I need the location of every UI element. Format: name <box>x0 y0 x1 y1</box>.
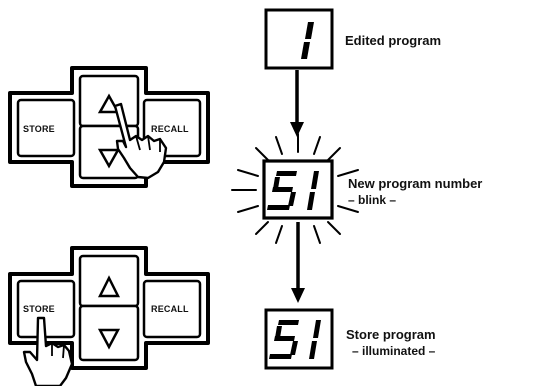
caption-store-program: Store program – illuminated – <box>346 327 436 359</box>
recall-button-bottom <box>142 279 202 339</box>
down-triangle-icon <box>97 328 121 350</box>
recall-button-label: RECALL <box>151 304 189 314</box>
display-2 <box>262 159 334 220</box>
caption-text: Edited program <box>345 33 442 48</box>
caption-note: – illuminated – <box>352 344 436 358</box>
caption-edited-program: Edited program <box>345 33 441 49</box>
store-button-top <box>16 98 76 158</box>
store-button-label: STORE <box>23 124 55 134</box>
down-triangle-icon <box>97 148 121 169</box>
display-1 <box>264 8 334 70</box>
up-triangle-icon <box>97 93 121 114</box>
button-panel-bottom <box>8 246 210 386</box>
pointing-hand-icon <box>22 316 74 386</box>
store-button-label: STORE <box>23 304 55 314</box>
caption-note: – blink – <box>348 193 397 207</box>
up-button-top <box>78 74 140 128</box>
up-button-bottom <box>78 254 140 308</box>
display-3 <box>264 308 334 370</box>
caption-text: Store program <box>346 327 436 342</box>
up-triangle-icon <box>97 275 121 298</box>
caption-text: New program number <box>348 176 483 191</box>
arrow-2 <box>291 222 305 303</box>
button-panel-top <box>8 66 210 188</box>
caption-new-program-number: New program number – blink – <box>348 176 482 208</box>
blink-rays <box>231 133 359 244</box>
arrow-1 <box>290 70 304 137</box>
recall-button-label: RECALL <box>151 124 189 134</box>
down-button-bottom <box>78 304 140 362</box>
